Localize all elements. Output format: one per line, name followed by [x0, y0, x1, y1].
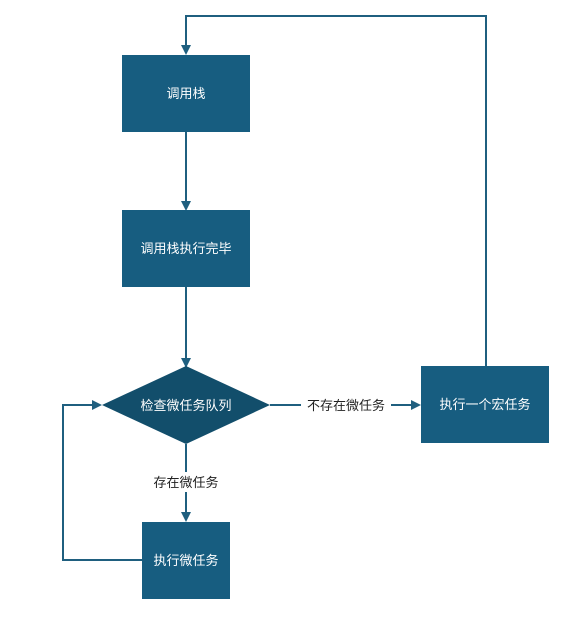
node-call-stack: 调用栈 — [122, 55, 250, 132]
node-check-microtask-queue-label: 检查微任务队列 — [140, 398, 231, 414]
node-call-stack-done: 调用栈执行完毕 — [122, 210, 250, 287]
node-call-stack-done-label: 调用栈执行完毕 — [140, 242, 231, 257]
node-execute-macrotask: 执行一个宏任务 — [421, 366, 549, 443]
edge-label-has-microtask: 存在微任务 — [153, 475, 218, 491]
node-execute-microtask: 执行微任务 — [142, 522, 230, 599]
node-check-microtask-queue: 检查微任务队列 — [102, 366, 270, 444]
edge-label-no-microtask: 不存在微任务 — [307, 398, 385, 414]
node-call-stack-label: 调用栈 — [166, 87, 205, 102]
node-execute-macrotask-label: 执行一个宏任务 — [439, 397, 530, 413]
node-execute-microtask-label: 执行微任务 — [153, 553, 218, 569]
edge-label-background-no-microtask — [301, 395, 391, 415]
edge-microtask-loop-back — [62, 400, 142, 561]
edge-label-background-has-microtask — [146, 472, 226, 492]
edge-macrotask-loop-to-call-stack — [181, 15, 487, 366]
